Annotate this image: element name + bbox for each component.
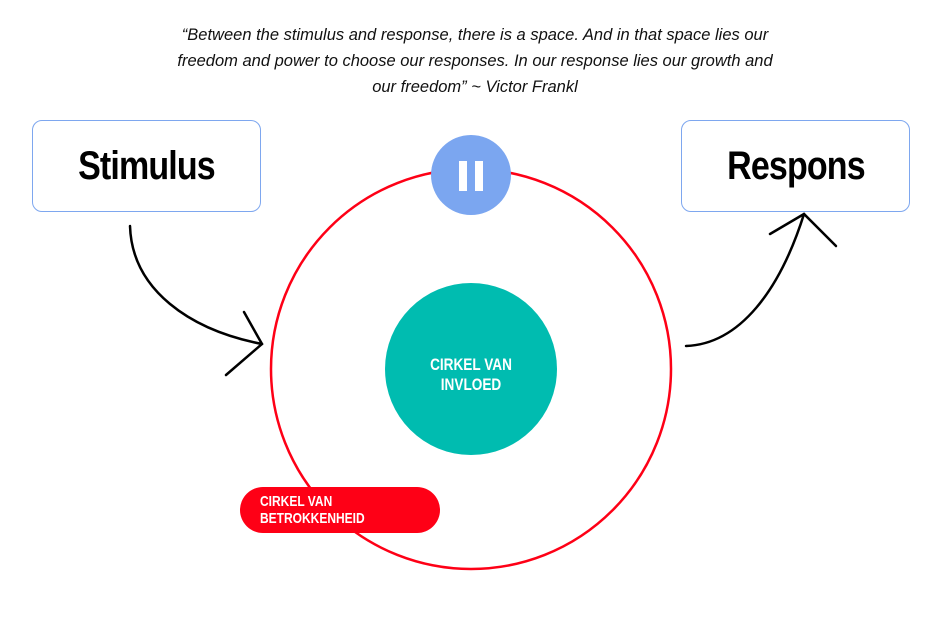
response-box: Respons [681,120,910,212]
arrow-circle-to-response [684,212,838,348]
response-label: Respons [726,143,865,188]
circle-of-concern-label: CIRKEL VAN BETROKKENHEID [240,487,440,533]
arrow-stimulus-to-circle [128,224,264,377]
quote-text: “Between the stimulus and response, ther… [177,26,773,96]
pause-icon [431,135,511,215]
circle-of-influence [385,283,557,455]
stimulus-label: Stimulus [78,143,216,188]
stimulus-box: Stimulus [32,120,261,212]
circle-of-influence-label: CIRKEL VAN INVLOED [430,355,512,394]
